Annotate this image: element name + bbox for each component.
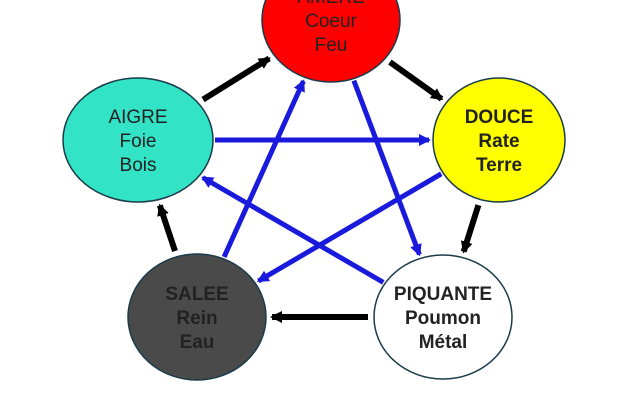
node-piquante-line-0: PIQUANTE	[394, 284, 492, 305]
node-amere-circle	[261, 0, 401, 83]
node-douce-line-1: Rate	[478, 131, 519, 152]
cycle-arrow-aigre-to-amere	[201, 55, 271, 103]
node-aigre-line-1: Foie	[120, 131, 157, 152]
node-piquante-line-2: Métal	[419, 332, 468, 353]
node-salee-line-1: Rein	[176, 308, 217, 329]
node-piquante-line-1: Poumon	[405, 308, 481, 329]
node-amere-line-1: Coeur	[305, 11, 357, 32]
cycle-arrow-salee-to-aigre	[156, 203, 178, 252]
node-piquante-circle	[373, 254, 513, 380]
star-arrow-douce-to-salee	[256, 171, 443, 284]
cycle-arrow-douce-to-piquante	[460, 204, 482, 254]
node-douce-circle	[432, 77, 566, 203]
star-arrow-amere-to-piquante	[351, 79, 422, 257]
star-arrow-salee-to-amere	[221, 79, 306, 258]
node-aigre-line-2: Bois	[120, 155, 157, 176]
node-salee-circle	[127, 253, 267, 381]
node-douce-line-0: DOUCE	[465, 107, 534, 128]
node-amere-line-0: AMERE	[297, 0, 365, 8]
star-arrow-piquante-to-aigre	[201, 175, 385, 285]
node-amere-line-2: Feu	[315, 35, 348, 56]
node-salee-line-2: Eau	[180, 332, 215, 353]
node-douce-line-2: Terre	[476, 155, 522, 176]
node-aigre-circle	[62, 77, 214, 203]
node-salee-line-0: SALEE	[165, 284, 228, 305]
cycle-arrow-amere-to-douce	[388, 59, 444, 102]
node-aigre-line-0: AIGRE	[108, 107, 167, 128]
